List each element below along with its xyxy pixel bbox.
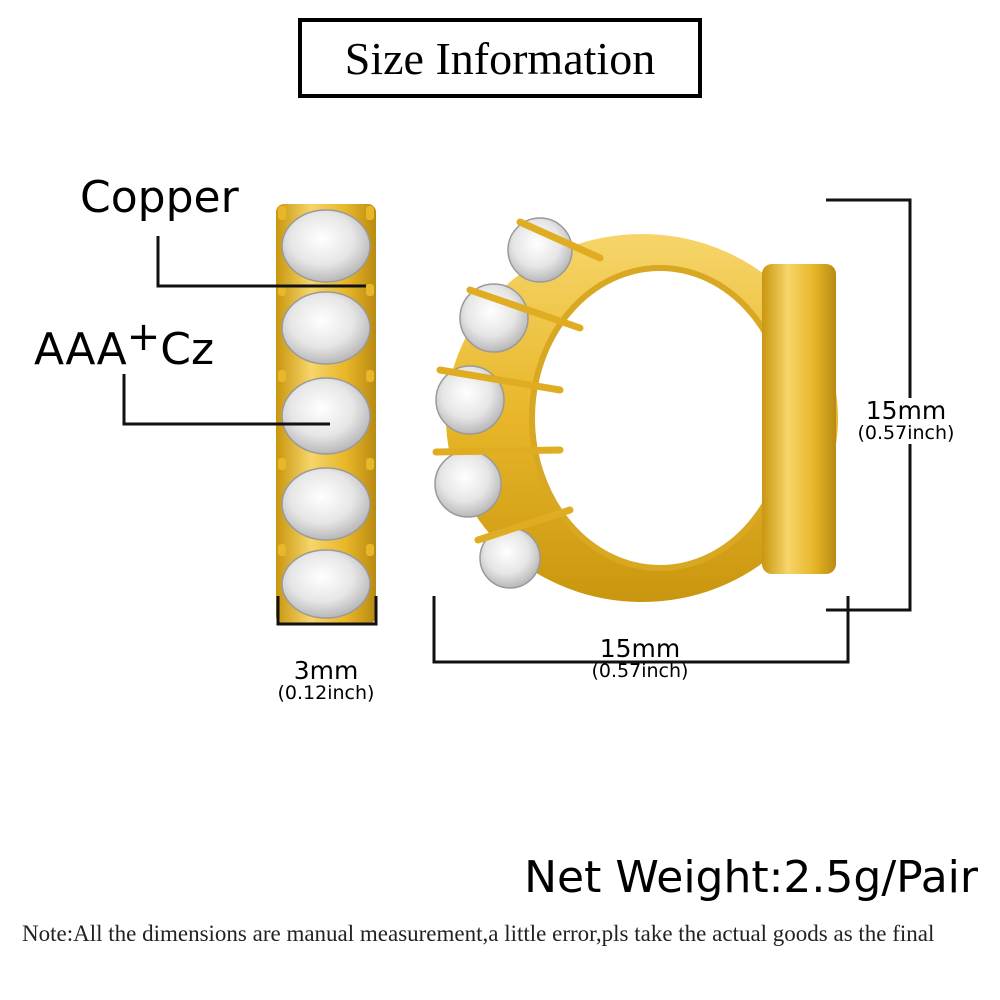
material-label: Copper <box>80 172 239 223</box>
stone <box>507 217 573 283</box>
diameter-h-inch: (0.57inch) <box>591 660 689 683</box>
stone <box>281 291 371 365</box>
width-dimension-line <box>276 596 378 626</box>
hoop-inner <box>532 268 788 568</box>
stone <box>281 549 371 619</box>
diameter-h-dimension-line <box>432 596 850 664</box>
earring-hoop-view <box>432 217 838 602</box>
front-stones <box>281 209 371 619</box>
stone <box>434 450 502 518</box>
stone <box>281 209 371 283</box>
front-prongs <box>278 206 374 556</box>
stone-label: AAA+Cz <box>34 317 214 372</box>
width-inch: (0.12inch) <box>277 682 375 705</box>
page-title: Size Information <box>344 32 656 84</box>
stone-label-suffix: Cz <box>160 324 215 375</box>
diameter-h-label: 15mm (0.57inch) <box>570 634 710 683</box>
hoop-prongs <box>432 218 604 544</box>
diameter-v-inch: (0.57inch) <box>857 422 955 445</box>
stone-label-prefix: AAA <box>34 324 127 375</box>
diameter-h-mm: 15mm <box>599 634 681 663</box>
diameter-v-mm: 15mm <box>865 396 947 425</box>
width-label: 3mm (0.12inch) <box>266 656 386 705</box>
stone-leader-line <box>122 374 330 426</box>
measurement-note: Note:All the dimensions are manual measu… <box>22 921 935 946</box>
stone <box>435 365 505 435</box>
stone <box>281 467 371 541</box>
net-weight: Net Weight:2.5g/Pair <box>524 852 978 903</box>
stone <box>281 377 371 455</box>
width-mm: 3mm <box>293 656 359 685</box>
stone <box>459 283 529 353</box>
material-leader-line <box>156 236 366 288</box>
title-box: Size Information <box>298 18 702 98</box>
diameter-v-label: 15mm (0.57inch) <box>846 396 966 445</box>
hoop-hinge <box>762 264 836 574</box>
earring-front-view <box>276 204 376 624</box>
stone-label-plus: + <box>126 314 161 360</box>
